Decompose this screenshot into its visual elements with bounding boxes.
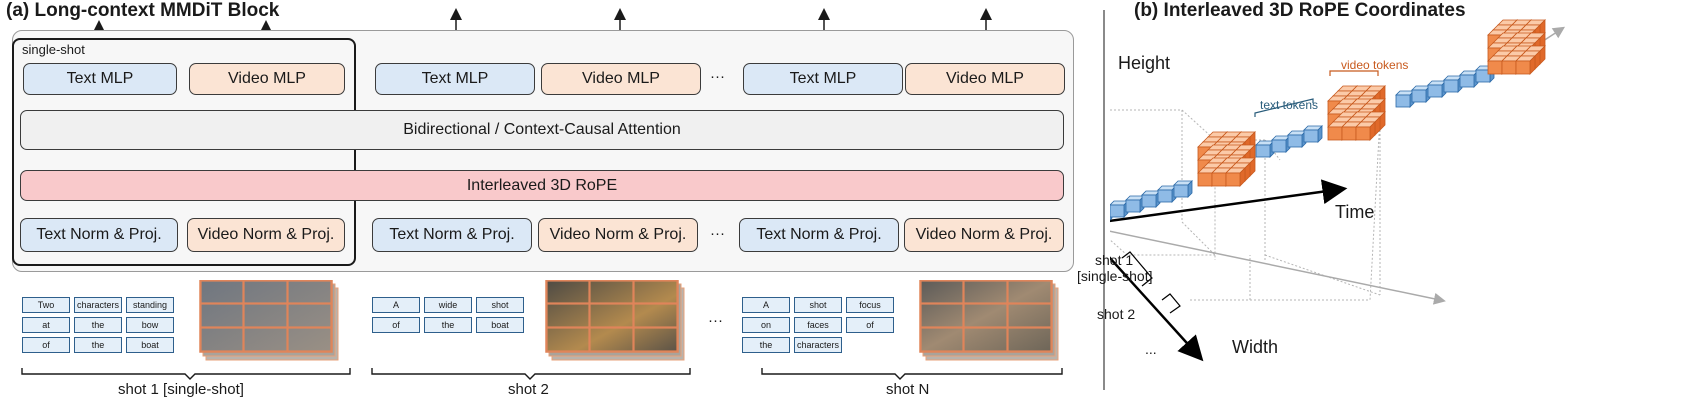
width-shot-1-sub: [single-shot]: [1077, 268, 1153, 284]
text-token: wide: [424, 297, 472, 313]
shot-1-label: shot 1 [single-shot]: [118, 381, 244, 398]
text-norm-n: Text Norm & Proj.: [739, 218, 899, 252]
text-tokens-label: text tokens: [1260, 98, 1319, 112]
video-mlp-2: Video MLP: [541, 63, 701, 95]
ellipsis-shots: ···: [708, 312, 723, 329]
video-norm-1: Video Norm & Proj.: [187, 218, 345, 252]
time-axis: [1110, 179, 1348, 223]
text-token: at: [22, 317, 70, 333]
text-mlp-1: Text MLP: [23, 63, 177, 95]
text-token: faces: [794, 317, 842, 333]
video-tokens-label: video tokens: [1341, 58, 1409, 72]
video-frames-n: [919, 280, 1059, 361]
width-axis-label: Width: [1232, 337, 1279, 357]
text-token: of: [846, 317, 894, 333]
shot-2-brace: [1161, 293, 1181, 314]
height-axis-label: Height: [1118, 53, 1171, 73]
text-token: the: [74, 317, 122, 333]
text-token: A: [372, 297, 420, 313]
video-tokens-bracket: [1329, 70, 1379, 76]
time-axis-label: Time: [1335, 202, 1375, 222]
text-token: on: [742, 317, 790, 333]
text-token: Two: [22, 297, 70, 313]
text-token: the: [74, 337, 122, 353]
text-token: boat: [126, 337, 174, 353]
text-norm-1: Text Norm & Proj.: [20, 218, 178, 252]
text-token: shot: [794, 297, 842, 313]
video-mlp-1: Video MLP: [189, 63, 345, 95]
attention-block: Bidirectional / Context-Causal Attention: [20, 110, 1064, 150]
width-shot-2-label: shot 2: [1097, 306, 1136, 322]
text-token: characters: [74, 297, 122, 313]
text-token: shot: [476, 297, 524, 313]
rope-coordinates-plot: [1110, 0, 1566, 362]
ellipsis-norm: ···: [710, 225, 725, 242]
shot-1-brace: [1121, 251, 1153, 287]
video-mlp-n: Video MLP: [905, 63, 1065, 95]
width-shot-1-label: shot 1: [1095, 252, 1134, 268]
rope-block: Interleaved 3D RoPE: [20, 170, 1064, 201]
text-norm-2: Text Norm & Proj.: [372, 218, 532, 252]
text-token: focus: [846, 297, 894, 313]
panel-divider: [1103, 10, 1105, 390]
shot-n-label: shot N: [886, 381, 930, 398]
text-mlp-n: Text MLP: [743, 63, 903, 95]
shot-2-label: shot 2: [508, 381, 549, 398]
text-token: of: [22, 337, 70, 353]
video-frames-and-braces: [21, 280, 1063, 380]
video-frames-1: [199, 280, 339, 361]
text-token: the: [742, 337, 790, 353]
text-token: characters: [794, 337, 842, 353]
brace-shot-1: [21, 368, 351, 380]
video-norm-2: Video Norm & Proj.: [538, 218, 698, 252]
video-frames-2: [545, 280, 685, 361]
ellipsis-mlp: ···: [710, 68, 725, 85]
text-token: boat: [476, 317, 524, 333]
single-shot-box: [12, 38, 356, 266]
text-token: of: [372, 317, 420, 333]
text-token: A: [742, 297, 790, 313]
text-tokens-bracket: [1254, 98, 1314, 117]
video-token-blocks: [1198, 20, 1545, 186]
text-token-cubes: [1110, 65, 1495, 223]
text-token: bow: [126, 317, 174, 333]
text-token: standing: [126, 297, 174, 313]
text-mlp-2: Text MLP: [375, 63, 535, 95]
width-ellipsis: ...: [1145, 341, 1157, 357]
width-axis: [1110, 256, 1204, 362]
brace-shot-n: [761, 368, 1063, 380]
panel-a-title: (a) Long-context MMDiT Block: [6, 0, 280, 21]
panel-b-title: (b) Interleaved 3D RoPE Coordinates: [1134, 0, 1466, 21]
text-token: the: [424, 317, 472, 333]
single-shot-label: single-shot: [22, 42, 85, 57]
brace-shot-2: [371, 368, 691, 380]
video-norm-n: Video Norm & Proj.: [904, 218, 1064, 252]
